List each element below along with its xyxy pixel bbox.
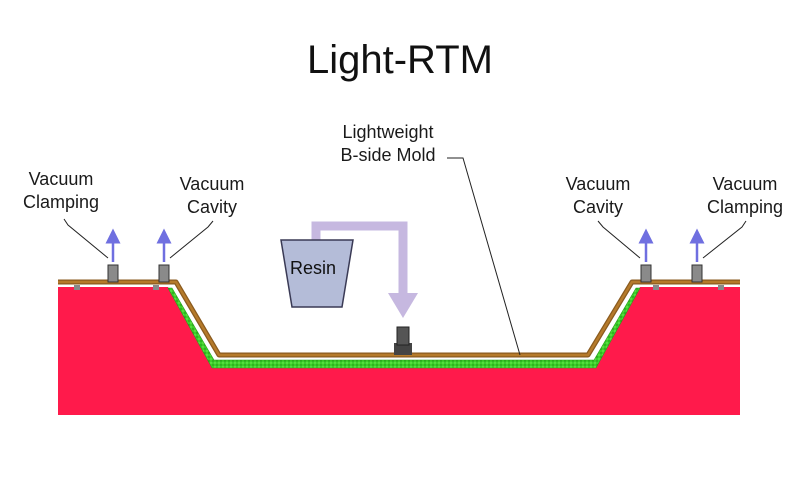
lightweight-b-side-mold-label: Lightweight B-side Mold [340,122,436,165]
left-vacuum-clamping-label: Vacuum Clamping [22,169,100,212]
resin-flow-arrow [311,221,408,296]
seal-left-1 [74,285,80,290]
leader-b-side-mold [447,157,521,356]
resin-inlet-port [394,326,412,355]
seal-right-1 [653,285,659,290]
right-vacuum-cavity-label: Vacuum Cavity [565,174,631,217]
vacuum-clamping-port-right [689,228,705,283]
diagram-title: Light-RTM [307,38,493,82]
vacuum-cavity-port-right [638,228,654,283]
leader-right-cavity [597,220,641,259]
vacuum-cavity-port-left [156,228,172,283]
left-vacuum-cavity-label: Vacuum Cavity [179,174,245,217]
a-side-mold [58,287,740,415]
seal-left-2 [153,285,159,290]
right-vacuum-clamping-label: Vacuum Clamping [706,174,784,217]
resin-label: Resin [290,258,337,278]
vacuum-clamping-port-left [105,228,121,283]
leader-left-clamping [63,218,109,259]
leader-left-cavity [169,220,214,259]
resin-bucket [280,239,354,308]
seal-right-2 [718,285,724,290]
fiber-preform [167,287,641,369]
leader-right-clamping [702,220,747,259]
resin-flow-arrowhead [388,293,418,318]
